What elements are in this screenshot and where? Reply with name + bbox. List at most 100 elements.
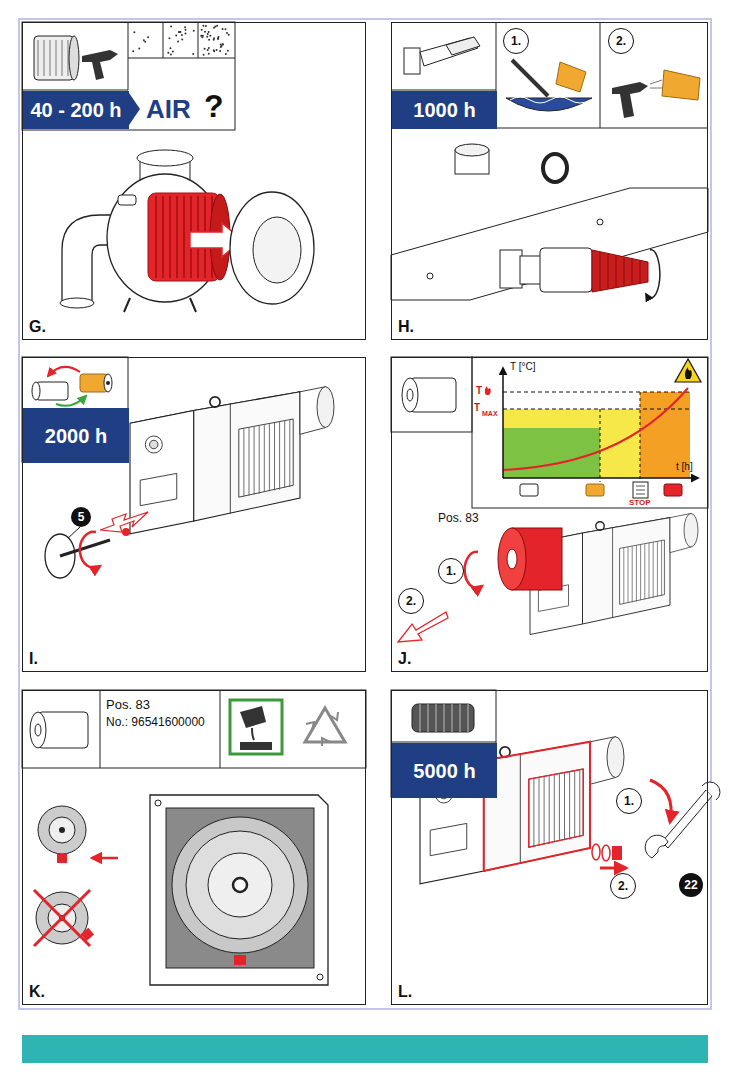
- pump-drawing-i-part: [130, 387, 334, 534]
- callout-circle: 1.: [438, 558, 464, 584]
- plug-wrench-l-part: [702, 782, 720, 800]
- particle-dots-part: [170, 26, 172, 28]
- callout-dot: 5: [71, 507, 91, 527]
- header-grid-j-part: [472, 357, 708, 508]
- step-panel: 40 - 200 hG.: [22, 22, 366, 340]
- particle-dots-part: [170, 54, 172, 56]
- particle-dots-part: [133, 31, 135, 33]
- header-grid-h-part: [600, 22, 601, 128]
- step-panel: 1000 h1.2.H.: [391, 22, 708, 340]
- temperature-chart-part: [633, 482, 648, 498]
- interval-band: 40 - 200 h: [23, 91, 129, 129]
- particle-dots-part: [226, 32, 228, 34]
- filter-gun-icon-part: [38, 40, 68, 76]
- header-grid-g: [22, 22, 235, 130]
- particle-dots-part: [222, 44, 224, 46]
- particle-dots-part: [175, 35, 177, 37]
- machine-top-plate-part: [540, 248, 592, 292]
- header-grid-k-part: [100, 690, 101, 768]
- correct-filter: [38, 806, 118, 863]
- oil-disposal-icon-part: [240, 742, 272, 750]
- cylinder-icon-j-part: [402, 378, 418, 412]
- temperature-mark: T: [474, 403, 480, 413]
- particle-dots-part: [217, 37, 219, 39]
- particle-dots-part: [172, 51, 174, 53]
- particle-dots-part: [179, 31, 181, 33]
- particle-dots-part: [208, 47, 210, 49]
- plug-wrench-l-part: [662, 790, 712, 848]
- particle-dots-part: [177, 41, 179, 43]
- particle-dots-part: [204, 48, 206, 50]
- header-grid-j: [391, 357, 708, 508]
- pump-drawing-i: [130, 387, 334, 534]
- particle-dots-part: [227, 50, 229, 52]
- particle-dots-part: [208, 39, 210, 41]
- node-text: K.: [29, 984, 45, 1000]
- cleaning-basin-icon: [506, 60, 592, 111]
- plug-removal-part: [60, 540, 110, 556]
- air-gun-icon: [612, 70, 700, 118]
- particle-dots-part: [181, 34, 183, 36]
- particle-dots-part: [167, 52, 169, 54]
- machine-top-plate-part: [455, 144, 489, 156]
- machine-top-plate-part: [391, 188, 708, 300]
- filter-gun-icon: [34, 36, 118, 80]
- callout-circle: 1.: [616, 788, 642, 814]
- machine-top-plate: [391, 144, 708, 300]
- particle-dots-part: [213, 37, 215, 39]
- axis-label: t [h]: [676, 462, 693, 472]
- node-text: 5: [78, 511, 85, 523]
- cleaning-basin-icon-part: [512, 60, 548, 96]
- particle-dots-part: [143, 39, 145, 41]
- filter-plate-part: [172, 817, 308, 953]
- node-text: 22: [684, 879, 697, 891]
- air-label: AIR: [146, 96, 191, 122]
- node-text: H.: [398, 319, 414, 335]
- particle-dots-part: [224, 28, 226, 30]
- pump-drawing-l-part: [529, 769, 583, 847]
- step-panel: 2000 h5I.: [22, 357, 366, 672]
- pump-drawing-l-part: [484, 742, 590, 871]
- ribbed-cylinder-icon: [412, 704, 474, 732]
- valve-icon-part: [404, 48, 420, 74]
- header-grid-j-part: [391, 357, 472, 432]
- recycle-symbol: [305, 708, 345, 746]
- valve-icon-part: [446, 37, 480, 55]
- wrong-filter: [34, 890, 94, 946]
- header-grid-g-part: [163, 22, 164, 58]
- header-grid-l: [391, 690, 496, 797]
- interval-band: 5000 h: [392, 743, 497, 798]
- temperature-chart-part: [664, 484, 682, 496]
- part-number: No.: 96541600000: [106, 716, 205, 728]
- particle-dots-part: [208, 53, 210, 55]
- filter-plate-part: [234, 955, 246, 965]
- cylinder-icon-j: [402, 378, 456, 412]
- header-grid-k-part: [220, 690, 221, 768]
- temperature-chart-part: [503, 392, 690, 393]
- ribbed-cylinder-icon-part: [412, 704, 474, 732]
- plug-wrench-l-part: [612, 846, 622, 860]
- particle-dots-part: [204, 31, 206, 33]
- particle-dots-part: [178, 31, 180, 33]
- machine-top-plate-part: [500, 250, 522, 288]
- particle-dots-part: [213, 50, 215, 52]
- particle-dots-part: [179, 31, 181, 33]
- filter-gun-icon-part: [69, 36, 79, 80]
- machine-top-plate-part: [592, 250, 648, 292]
- plug-wrench-l-part: [600, 867, 626, 870]
- cleaning-basin-icon-part: [506, 98, 592, 111]
- particle-dots-part: [213, 39, 215, 41]
- air-gun-icon-part: [662, 70, 700, 100]
- exchange-icon-part: [36, 382, 68, 400]
- exchange-icon-part: [106, 381, 110, 385]
- filter-plate-part: [150, 795, 328, 985]
- header-grid-i: [22, 357, 128, 462]
- bottom-band-part: [22, 1035, 708, 1063]
- filter-plate-part: [155, 800, 161, 806]
- filter-housing-part: [60, 298, 94, 308]
- node-text: J.: [398, 651, 411, 667]
- particle-dots-part: [205, 25, 207, 27]
- cylinder-icon-k-part: [30, 712, 46, 748]
- part-position: Pos. 83: [106, 698, 150, 711]
- oil-disposal-icon-part: [230, 700, 282, 754]
